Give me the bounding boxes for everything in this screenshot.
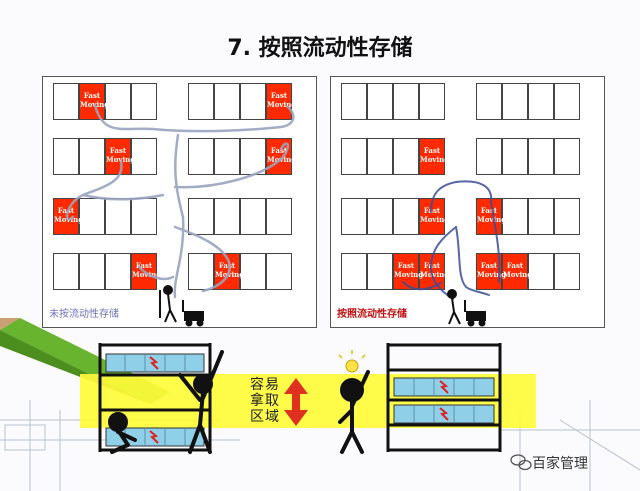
fast-label-line: Moving [477,270,507,279]
fast-label-line: Moving [394,270,424,279]
fast-label-line: Moving [503,270,533,279]
fast-label-line: Moving [420,215,450,224]
picking-path-sorted [402,180,501,300]
rack-cell [53,253,79,290]
panel-caption: 按照流动性存储 [337,309,407,320]
rack-cell [79,138,105,175]
fast-label-line: Moving [106,155,136,164]
watermark-text: 百家管理 [532,456,588,472]
fast-label-line: Fast [83,91,101,100]
rack-cell [53,83,79,120]
rack-cell [502,198,528,235]
rack-cell [240,253,266,290]
rack-cell [367,83,393,120]
rack-cell [554,83,580,120]
rack-cell [341,83,367,120]
rack-cell [554,198,580,235]
rack-cell [554,138,580,175]
rack-cell [131,83,157,120]
rack-cell [502,138,528,175]
rack-cell [393,198,419,235]
panel-caption: 未按流动性存储 [49,309,119,320]
rack-cell [240,198,266,235]
rack-cell [341,138,367,175]
fast-label-line: Moving [420,155,450,164]
rack-cell [476,83,502,120]
fast-label-line: Fast [506,261,524,270]
rack-cell [188,198,214,235]
rack-cell [79,253,105,290]
rack-cell [419,83,445,120]
rack-cell [105,83,131,120]
fast-label-line: Moving [477,215,507,224]
fast-label-line: Moving [215,270,245,279]
rack-cell [502,83,528,120]
fast-label-line: Fast [57,206,75,215]
fast-label-line: Fast [135,261,153,270]
rack-cell [131,138,157,175]
rack-cell [554,253,580,290]
fast-label-line: Fast [109,146,127,155]
rack-cell [393,83,419,120]
rack-cell [528,83,554,120]
fast-label-line: Fast [397,261,415,270]
zone-label-line: 容易 [250,377,280,393]
fast-label-line: Fast [218,261,236,270]
rack-cell [476,138,502,175]
fast-label-line: Fast [423,146,441,155]
rack-cell [266,253,292,290]
rack-cell [214,198,240,235]
picking-path-unsorted [65,103,295,299]
fast-label-line: Fast [480,206,498,215]
rack-cell [214,138,240,175]
rack-cell [393,138,419,175]
zone-label-line: 区域 [250,409,280,425]
rack-cell [266,198,292,235]
easy-access-zone-label: 容易 拿取 区域 [250,377,290,425]
rack-cell [528,198,554,235]
rack-cell [188,83,214,120]
page-title: 7. 按照流动性存储 [227,36,413,61]
rack-cell [188,138,214,175]
fast-label-line: Fast [480,261,498,270]
rack-cell [528,253,554,290]
rack-cell [341,253,367,290]
fast-label-line: Fast [270,91,288,100]
rack-cell [367,138,393,175]
rack-cell [214,83,240,120]
rack-cell [79,198,105,235]
rack-cell [367,253,393,290]
rack-cell [528,138,554,175]
rack-cell [105,253,131,290]
rack-cell [53,138,79,175]
fast-label-line: Moving [267,100,297,109]
rack-cell [105,198,131,235]
rack-cell [188,253,214,290]
zone-label-line: 拿取 [250,393,280,409]
rack-cell [240,83,266,120]
fast-label-line: Fast [270,146,288,155]
rack-cell [341,198,367,235]
rack-cell [367,198,393,235]
fast-label-line: Moving [420,270,450,279]
